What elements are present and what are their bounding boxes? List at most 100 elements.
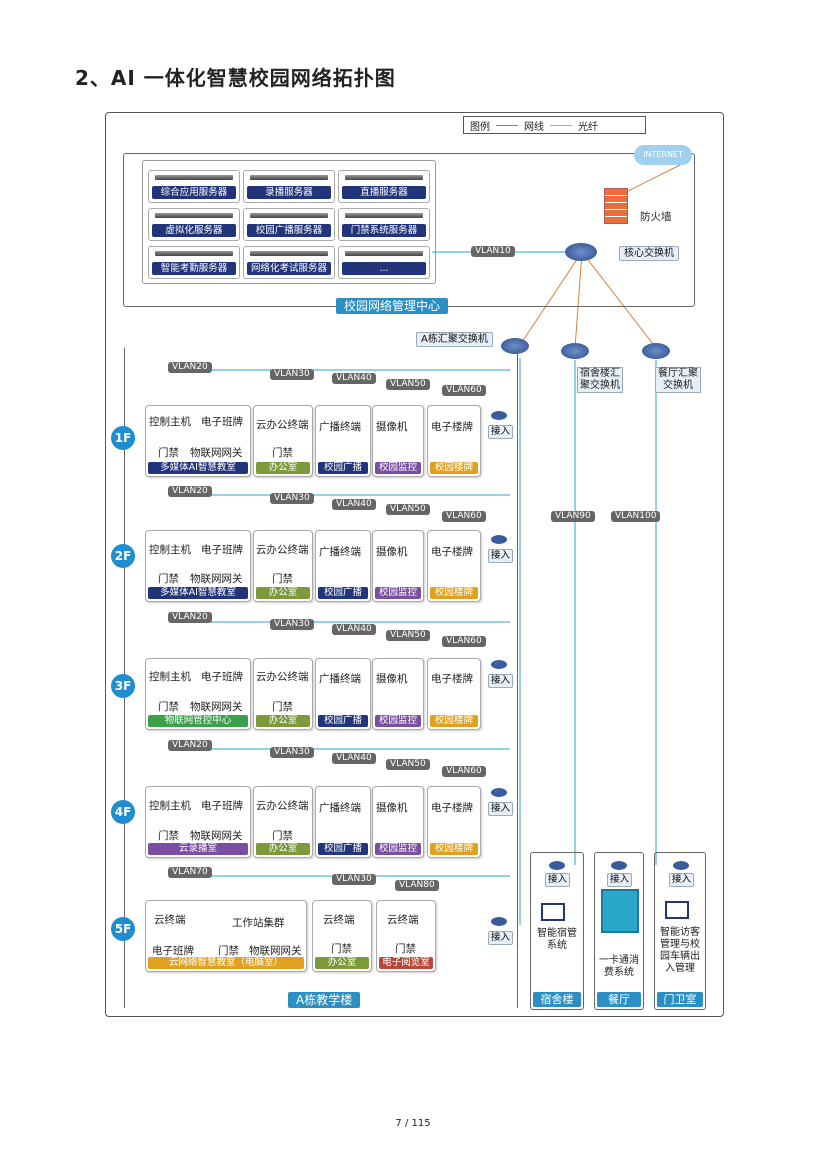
vlan-tag: VLAN60 (442, 636, 486, 647)
access-label: 接入 (545, 873, 571, 887)
room-e-reading: 云终端 门禁 电子阅览室 (376, 900, 436, 972)
floor-sign-label: 电子楼牌 (431, 802, 473, 814)
access-switch-icon (491, 917, 507, 926)
cloud-terminal-label: 云办公终端 (256, 800, 309, 812)
canteen-building: 接入 一卡通消费系统 餐厅 (594, 852, 644, 1010)
vlan-tag: VLAN60 (442, 385, 486, 396)
legend: 图例 网线 光纤 (463, 116, 646, 134)
camera-label: 摄像机 (376, 421, 408, 433)
class-board-label: 电子班牌 (201, 800, 243, 812)
access-label: 接入 (488, 549, 514, 563)
vlan-tag: VLAN30 (332, 874, 376, 885)
room-name: 校园楼牌 (430, 715, 478, 727)
vlan-tag: VLAN50 (386, 630, 430, 641)
door-label: 门禁 (331, 943, 352, 955)
room-name: 办公室 (256, 587, 310, 599)
control-host-label: 控制主机 (149, 544, 191, 556)
room-office: 云办公终端 门禁 办公室 (253, 530, 313, 602)
dorm-agg-switch-icon (561, 343, 589, 359)
room-name: 物联网管控中心 (148, 715, 248, 727)
broadcast-terminal-label: 广播终端 (319, 546, 361, 558)
vlan-tag: VLAN20 (168, 362, 212, 373)
firewall-icon (604, 188, 628, 224)
access-label: 接入 (488, 931, 514, 945)
legend-label: 图例 (470, 121, 490, 133)
room-cloud-classroom: 云终端 工作站集群 电子班牌 门禁 物联网网关 云网络智慧教室（电脑室） (145, 900, 307, 972)
gatehouse: 接入 智能访客管理与校园车辆出入管理 门卫室 (654, 852, 706, 1010)
pillar-name: 宿舍楼 (533, 992, 581, 1007)
class-board-label: 电子班牌 (201, 544, 243, 556)
legend-fiber-swatch (550, 124, 572, 126)
vlan10-tag: VLAN10 (471, 246, 515, 257)
legend-fiber-label: 光纤 (578, 121, 598, 133)
room-name: 校园广播 (318, 843, 368, 855)
broadcast-terminal-label: 广播终端 (319, 421, 361, 433)
control-host-label: 控制主机 (149, 800, 191, 812)
floor-badge: 4F (111, 800, 135, 824)
server-exam: 网络化考试服务器 (243, 246, 335, 279)
vlan-tag: VLAN30 (270, 619, 314, 630)
broadcast-terminal-label: 广播终端 (319, 802, 361, 814)
room-name: 校园楼牌 (430, 587, 478, 599)
door-label: 门禁 (158, 830, 179, 842)
iot-gateway-label: 物联网网关 (190, 701, 243, 713)
door-label: 门禁 (272, 447, 293, 459)
room-name: 多媒体AI智慧教室 (148, 587, 248, 599)
cloud-terminal-label: 云办公终端 (256, 419, 309, 431)
room-name: 办公室 (256, 462, 310, 474)
vlan-tag: VLAN30 (270, 747, 314, 758)
room-name: 办公室 (315, 957, 369, 969)
broadcast-terminal-label: 广播终端 (319, 673, 361, 685)
monitor-icon (541, 903, 565, 921)
vlan-tag: VLAN40 (332, 624, 376, 635)
access-label: 接入 (488, 802, 514, 816)
room-office: 云办公终端 门禁 办公室 (253, 405, 313, 477)
canteen-agg-switch-icon (642, 343, 670, 359)
vlan-tag: VLAN40 (332, 753, 376, 764)
vlan-tag: VLAN30 (270, 369, 314, 380)
room-name: 校园楼牌 (430, 843, 478, 855)
room-broadcast: 广播终端 校园广播 (315, 786, 371, 858)
room-name: 校园监控 (375, 587, 421, 599)
building-name: A栋教学楼 (288, 992, 361, 1008)
access-switch-icon (611, 861, 627, 870)
firewall-label: 防火墙 (640, 211, 672, 223)
room-monitor: 摄像机 校园监控 (372, 530, 424, 602)
vlan-tag: VLAN40 (332, 373, 376, 384)
system-label: 一卡通消费系统 (599, 955, 639, 978)
dorm-building: 接入 智能宿管系统 宿舍楼 (530, 852, 584, 1010)
cloud-terminal-label: 云办公终端 (256, 544, 309, 556)
vlan-tag: VLAN30 (270, 493, 314, 504)
room-sign: 电子楼牌 校园楼牌 (427, 786, 481, 858)
floor-badge: 3F (111, 674, 135, 698)
vlan-tag: VLAN20 (168, 740, 212, 751)
page-number: 7 / 115 (395, 1118, 431, 1129)
access-switch-icon (491, 788, 507, 797)
access-label: 接入 (669, 873, 695, 887)
server-virtualization: 虚拟化服务器 (148, 208, 240, 241)
door-label: 门禁 (158, 701, 179, 713)
vlan-tag: VLAN50 (386, 504, 430, 515)
room-broadcast: 广播终端 校园广播 (315, 530, 371, 602)
vlan90-tag: VLAN90 (551, 511, 595, 522)
pillar-name: 餐厅 (597, 992, 641, 1007)
room-name: 校园广播 (318, 462, 368, 474)
control-host-label: 控制主机 (149, 671, 191, 683)
system-label: 智能访客管理与校园车辆出入管理 (660, 927, 700, 974)
iot-gateway-label: 物联网网关 (190, 830, 243, 842)
floor-sign-label: 电子楼牌 (431, 421, 473, 433)
vlan-tag: VLAN20 (168, 612, 212, 623)
door-label: 门禁 (272, 701, 293, 713)
page-title: 2、AI 一体化智慧校园网络拓扑图 (75, 66, 396, 90)
canteen-agg-label: 餐厅汇聚交换机 (655, 367, 701, 393)
room-monitor: 摄像机 校园监控 (372, 786, 424, 858)
room-sign: 电子楼牌 校园楼牌 (427, 405, 481, 477)
room-sign: 电子楼牌 校园楼牌 (427, 530, 481, 602)
diagram-frame (105, 112, 724, 1017)
room-name: 校园监控 (375, 715, 421, 727)
room-broadcast: 广播终端 校园广播 (315, 405, 371, 477)
core-switch-label: 核心交换机 (619, 246, 679, 261)
access-label: 接入 (488, 674, 514, 688)
center-name: 校园网络管理中心 (336, 298, 449, 314)
room-name: 办公室 (256, 715, 310, 727)
